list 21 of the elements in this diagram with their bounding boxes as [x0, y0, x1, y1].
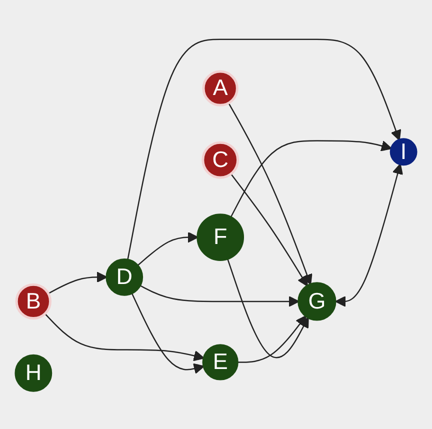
- arrow: [226, 258, 309, 358]
- node-circle: F: [196, 213, 244, 260]
- arrow: [127, 38, 402, 260]
- arrow: [137, 231, 198, 266]
- node-circle: B: [15, 282, 52, 320]
- node-circle: A: [202, 70, 238, 106]
- arrow: [335, 162, 403, 306]
- node-circle: I: [390, 138, 418, 166]
- arrow: [44, 312, 204, 361]
- node-circle: E: [202, 344, 238, 380]
- node-circle: C: [202, 140, 240, 178]
- arrow: [139, 284, 300, 306]
- node-circle: H: [14, 354, 52, 392]
- arrow: [228, 102, 312, 285]
- arrow: [230, 173, 308, 286]
- arrow: [237, 314, 306, 362]
- arrow: [131, 292, 204, 374]
- arrow: [48, 271, 108, 294]
- node-circle: G: [298, 282, 336, 320]
- node-circle: D: [106, 258, 144, 296]
- arrow: [230, 140, 392, 218]
